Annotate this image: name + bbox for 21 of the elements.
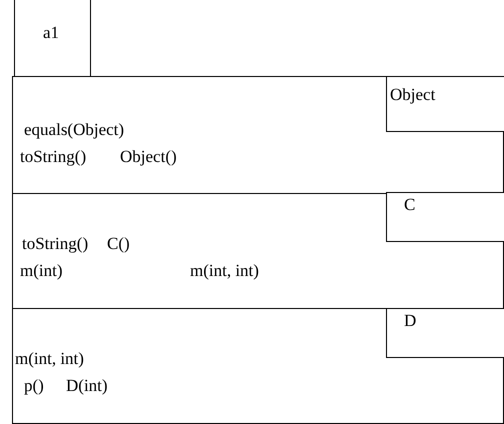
method-name: Object() (120, 147, 177, 167)
object-label-box (14, 0, 91, 78)
method-name: m(int, int) (15, 349, 84, 369)
method-name: equals(Object) (24, 120, 124, 140)
name-label: Object (390, 84, 436, 104)
method-name: m(int, int) (190, 260, 259, 280)
method-name: p() (24, 376, 44, 396)
method-name: C() (107, 234, 130, 254)
class-name-tab (386, 192, 504, 242)
class-name-tab (386, 308, 504, 358)
method-name: toString() (20, 147, 86, 167)
name-label: a1 (43, 23, 60, 43)
class-section (12, 76, 504, 194)
class-name-tab (386, 76, 504, 132)
method-name: toString() (22, 234, 88, 254)
name-label: C (404, 195, 416, 215)
class-section (12, 308, 504, 424)
class-section (12, 192, 504, 310)
name-label: D (404, 310, 416, 330)
method-name: m(int) (20, 260, 62, 280)
method-name: D(int) (66, 376, 108, 396)
